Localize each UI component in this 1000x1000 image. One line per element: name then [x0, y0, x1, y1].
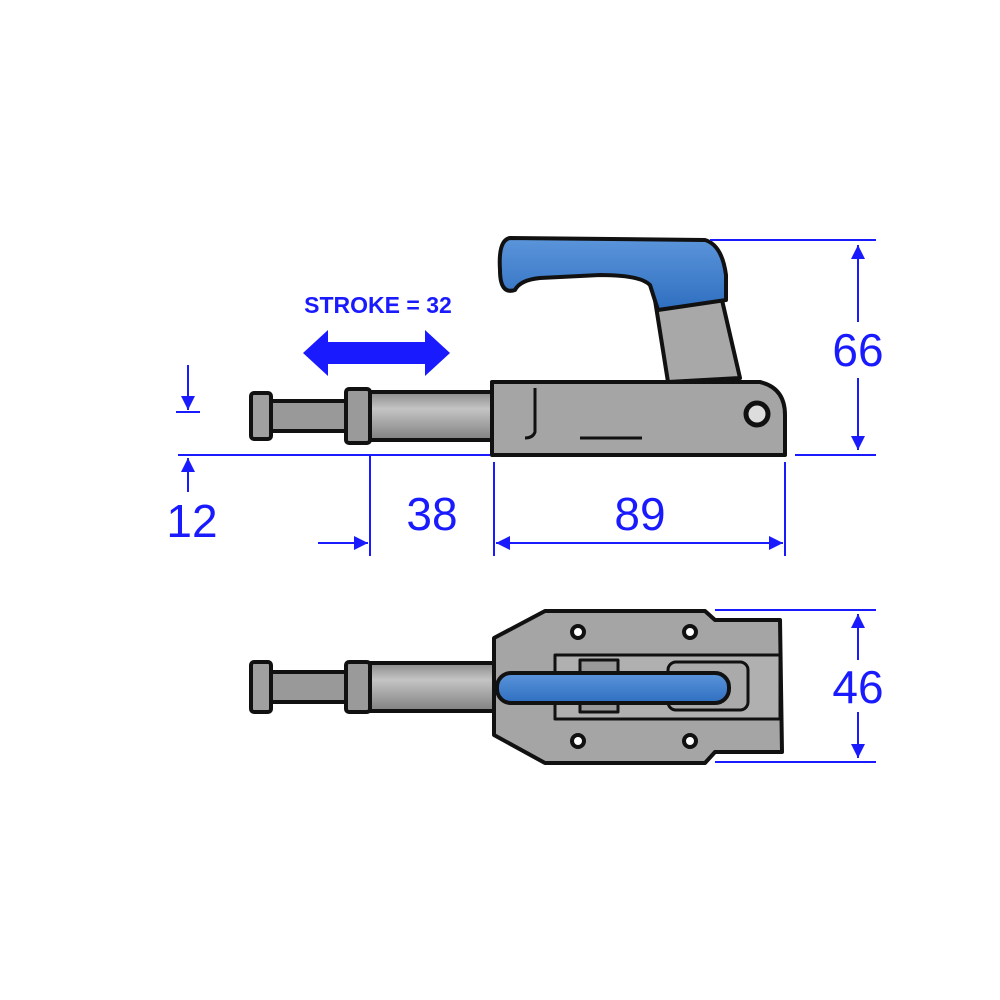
pivot-hole	[743, 400, 771, 428]
dim-38: 38	[406, 488, 457, 540]
handle-grip	[497, 236, 728, 312]
threaded-rod	[266, 399, 348, 433]
bolt-head	[249, 391, 273, 441]
stroke-label: STROKE = 32	[304, 292, 452, 318]
dim-66: 66	[832, 324, 883, 376]
handle-top	[495, 671, 731, 705]
bolt-head	[249, 660, 273, 714]
top-view	[249, 609, 784, 765]
stroke-double-arrow	[303, 330, 450, 376]
dim-12: 12	[166, 495, 217, 547]
side-view	[249, 236, 787, 457]
clamp-body	[490, 380, 787, 457]
threaded-rod	[266, 670, 348, 704]
dim-89: 89	[614, 488, 665, 540]
plunger	[368, 661, 496, 713]
dim-46: 46	[832, 661, 883, 713]
lever-arm	[653, 298, 742, 384]
lock-nut	[344, 387, 372, 445]
plunger	[368, 390, 494, 442]
lock-nut	[344, 660, 372, 714]
dimensions	[176, 239, 876, 763]
